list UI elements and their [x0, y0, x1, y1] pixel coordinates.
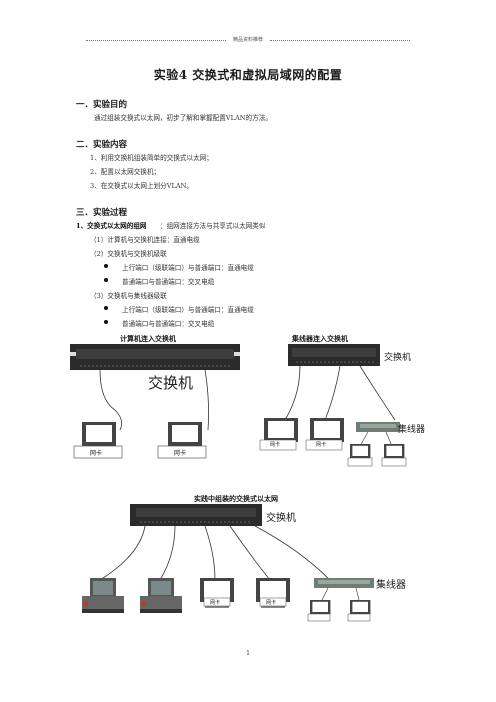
figure-3-nic-label: 网卡	[210, 600, 221, 606]
page-header: 精品资料推荐	[86, 34, 410, 46]
section-3-line-3: 上行端口（级联端口）与普通端口：直通电缆	[122, 264, 254, 272]
page-number: 1	[246, 650, 250, 657]
figure-2-nic-label: 网卡	[270, 442, 281, 448]
figure-3-diagram	[82, 504, 374, 622]
section-heading-1: 一．实验目的	[76, 100, 128, 110]
figure-3-switch-label: 交换机	[266, 513, 296, 524]
bullet-icon	[104, 264, 108, 268]
section-3-subnote: ：组网连接方法与共享式以太网类似	[160, 222, 266, 230]
bullet-icon	[104, 306, 108, 310]
section-3-line-7: 普通端口与普通端口：交叉电缆	[122, 320, 215, 328]
figure-2-caption: 集线器连入交换机	[292, 335, 348, 343]
section-3-line-6: 上行端口（级联端口）与普通端口：直通电缆	[122, 306, 254, 314]
section-3-line-2: （2）交换机与交换机级联	[90, 250, 167, 258]
figure-3-nic-label: 网卡	[266, 600, 277, 606]
figure-1-nic-label: 网卡	[90, 450, 103, 457]
section-3-line-1: （1）计算机与交换机连接：直通电缆	[90, 236, 200, 244]
figure-1-nic-label: 网卡	[174, 450, 187, 457]
figure-1-diagram	[70, 344, 240, 459]
section-3-line-4: 普通端口与普通端口：交叉电缆	[122, 278, 215, 286]
section-heading-2: 二．实验内容	[76, 140, 128, 150]
figure-1-caption: 计算机连入交换机	[120, 335, 176, 343]
figure-3-caption: 实践中组装的交换式以太网	[194, 495, 278, 503]
figure-3-hub-label: 集线器	[376, 580, 406, 591]
figure-1-switch-label: 交换机	[148, 374, 194, 392]
section-2-item-1: 1、利用交换机组装简单的交换式以太网；	[90, 154, 213, 162]
figure-2-hub-label: 集线器	[398, 425, 426, 435]
figure-2-switch-label: 交换机	[384, 353, 412, 363]
server-icon	[82, 578, 124, 613]
figure-2-nic-label: 网卡	[316, 442, 327, 448]
section-1-text: 通过组装交换式以太网，初步了解和掌握配置VLAN的方法。	[94, 114, 272, 122]
page-title: 实验4 交换式和虚拟局域网的配置	[153, 68, 343, 82]
section-2-item-2: 2、配置以太网交换机；	[90, 168, 161, 176]
section-2-item-3: 3、在交换式以太网上划分VLAN。	[90, 182, 193, 190]
section-3-line-5: （3）交换机与集线器级联	[90, 292, 167, 300]
section-heading-3: 三．实验过程	[76, 208, 128, 218]
section-3-subheading: 1、交换式以太网的组网	[76, 222, 147, 230]
figure-2-diagram	[259, 344, 407, 467]
bullet-icon	[104, 278, 108, 282]
bullet-icon	[104, 320, 108, 324]
server-icon	[140, 578, 182, 613]
